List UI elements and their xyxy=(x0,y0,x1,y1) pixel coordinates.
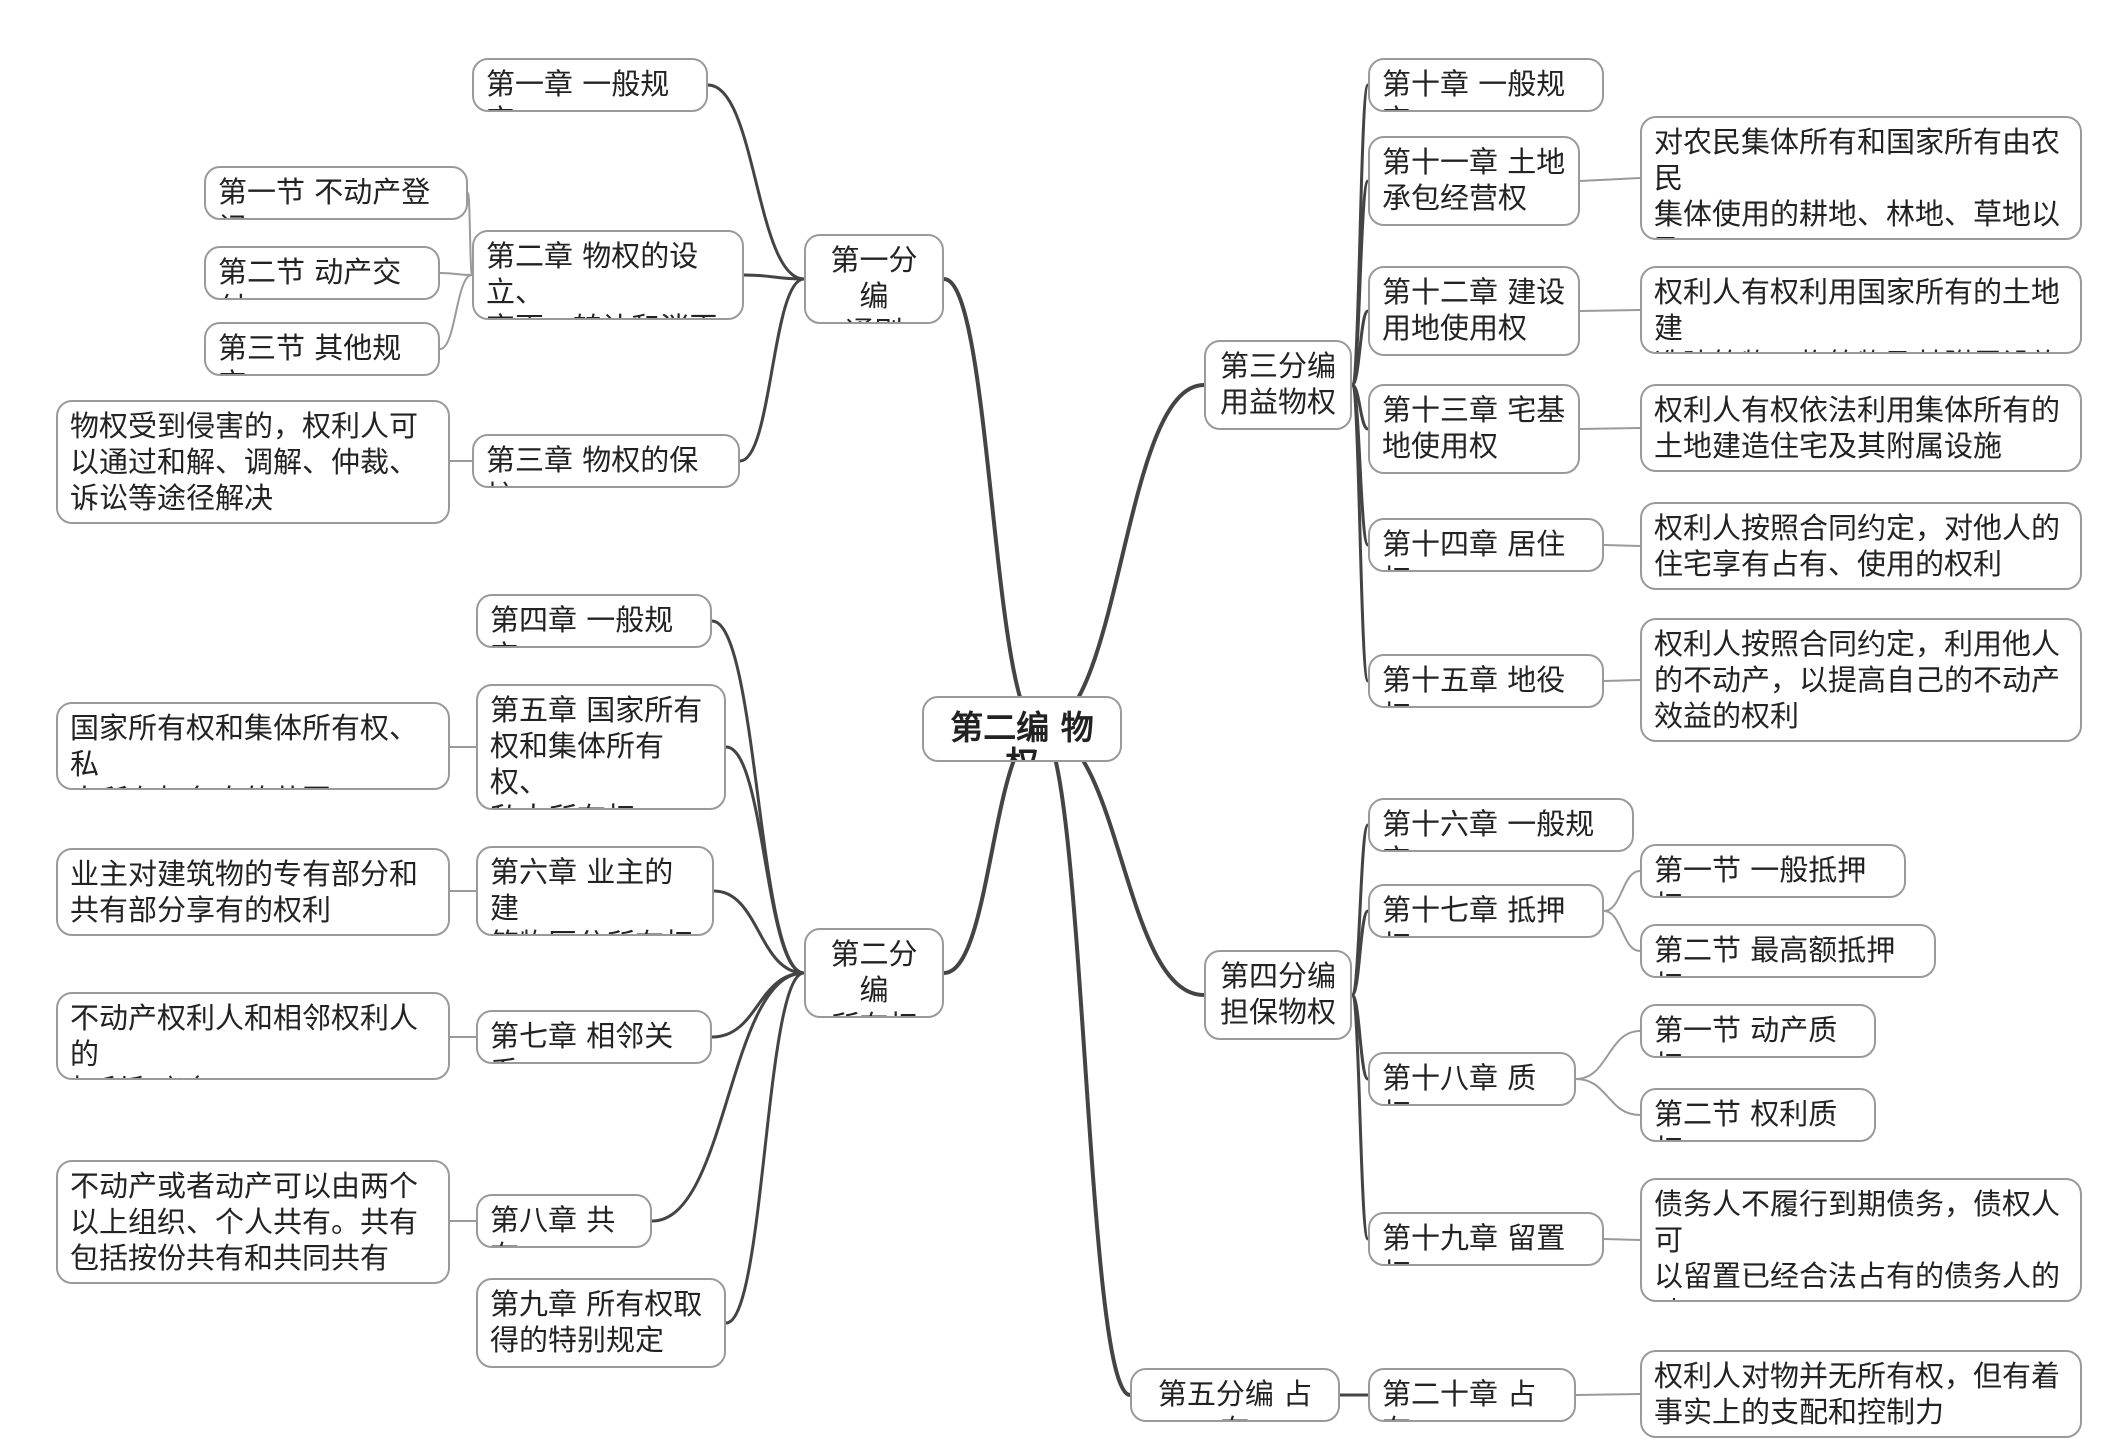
section-2-2-node: 第二节 动产交付 xyxy=(204,246,440,300)
link-part-3-chapter-11 xyxy=(1350,179,1370,387)
link-part-1-chapter-1 xyxy=(706,83,806,281)
part-5-node: 第五分编 占有 xyxy=(1130,1368,1340,1422)
chapter-2-node: 第二章 物权的设立、 变更、转让和消灭 xyxy=(472,230,744,320)
link-part-3-chapter-15 xyxy=(1350,383,1370,683)
section-17-1-node: 第一节 一般抵押权 xyxy=(1640,844,1906,898)
link-chapter-20-note xyxy=(1575,1393,1641,1396)
chapter-13-node: 第十三章 宅基 地使用权 xyxy=(1368,384,1580,474)
part-3-node: 第三分编 用益物权 xyxy=(1204,340,1352,430)
link-part-2-chapter-7 xyxy=(710,971,806,1039)
chapter-7-node: 第七章 相邻关系 xyxy=(476,1010,712,1064)
link-part-2-chapter-9 xyxy=(724,971,806,1325)
note-chapter-7: 不动产权利人和相邻权利人的 权利和义务 xyxy=(56,992,450,1080)
chapter-8-node: 第八章 共有 xyxy=(476,1194,652,1248)
note-chapter-5: 国家所有权和集体所有权、私 人所有权各自的范围 xyxy=(56,702,450,790)
section-2-1-node: 第一节 不动产登记 xyxy=(204,166,468,220)
note-chapter-11: 对农民集体所有和国家所有由农民 集体使用的耕地、林地、草地以及 其他用于农业的土… xyxy=(1640,116,2082,240)
chapter-18-node: 第十八章 质权 xyxy=(1368,1052,1576,1106)
link-part-4-chapter-17 xyxy=(1350,909,1370,997)
note-chapter-19: 债务人不履行到期债务，债权人可 以留置已经合法占有的债务人的动 产，并有权就该动… xyxy=(1640,1178,2082,1302)
section-17-2-node: 第二节 最高额抵押权 xyxy=(1640,924,1936,978)
link-part-1-chapter-2 xyxy=(742,273,806,281)
chapter-19-node: 第十九章 留置权 xyxy=(1368,1212,1604,1266)
note-chapter-3: 物权受到侵害的，权利人可 以通过和解、调解、仲裁、 诉讼等途径解决 xyxy=(56,400,450,524)
link-chapter-17-section-2 xyxy=(1603,910,1641,952)
part-2-node: 第二分编 所有权 xyxy=(804,928,944,1018)
chapter-20-node: 第二十章 占有 xyxy=(1368,1368,1576,1422)
chapter-10-node: 第十章 一般规定 xyxy=(1368,58,1604,112)
chapter-15-node: 第十五章 地役权 xyxy=(1368,654,1604,708)
note-chapter-15: 权利人按照合同约定，利用他人 的不动产，以提高自己的不动产 效益的权利 xyxy=(1640,618,2082,742)
link-chapter-13-note xyxy=(1579,427,1641,430)
note-chapter-12: 权利人有权利用国家所有的土地建 造建筑物、构筑物及其附属设施 xyxy=(1640,266,2082,354)
chapter-14-node: 第十四章 居住权 xyxy=(1368,518,1604,572)
note-chapter-8: 不动产或者动产可以由两个 以上组织、个人共有。共有 包括按份共有和共同共有 xyxy=(56,1160,450,1284)
root-node: 第二编 物权 xyxy=(922,696,1122,762)
chapter-3-node: 第三章 物权的保护 xyxy=(472,434,740,488)
link-chapter-18-section-2 xyxy=(1575,1078,1641,1116)
section-18-1-node: 第一节 动产质权 xyxy=(1640,1004,1876,1058)
link-chapter-11-note xyxy=(1579,177,1641,182)
part-1-node: 第一分编 通则 xyxy=(804,234,944,324)
link-chapter-12-note xyxy=(1579,309,1641,312)
note-chapter-13: 权利人有权依法利用集体所有的 土地建造住宅及其附属设施 xyxy=(1640,384,2082,472)
link-chapter-15-note xyxy=(1603,679,1641,682)
link-chapter-14-note xyxy=(1603,544,1641,547)
chapter-6-node: 第六章 业主的建 筑物区分所有权 xyxy=(476,846,714,936)
chapter-17-node: 第十七章 抵押权 xyxy=(1368,884,1604,938)
link-root-part-4 xyxy=(1038,727,1206,997)
link-chapter-2-section-1 xyxy=(467,192,473,276)
chapter-16-node: 第十六章 一般规定 xyxy=(1368,798,1634,852)
section-18-2-node: 第二节 权利质权 xyxy=(1640,1088,1876,1142)
link-chapter-19-note xyxy=(1603,1238,1641,1241)
link-chapter-2-section-2 xyxy=(439,272,473,276)
chapter-12-node: 第十二章 建设 用地使用权 xyxy=(1368,266,1580,356)
link-part-4-chapter-19 xyxy=(1350,993,1370,1241)
link-part-4-chapter-16 xyxy=(1350,823,1370,997)
chapter-9-node: 第九章 所有权取 得的特别规定 xyxy=(476,1278,726,1368)
link-root-part-1 xyxy=(942,277,1042,731)
note-chapter-20: 权利人对物并无所有权，但有着 事实上的支配和控制力 xyxy=(1640,1350,2082,1438)
link-part-1-chapter-3 xyxy=(738,277,806,463)
chapter-11-node: 第十一章 土地 承包经营权 xyxy=(1368,136,1580,226)
link-root-part-3 xyxy=(1038,383,1206,731)
link-part-2-chapter-6 xyxy=(712,889,806,975)
link-chapter-17-section-1 xyxy=(1603,870,1641,912)
link-part-2-chapter-8 xyxy=(650,971,806,1223)
chapter-1-node: 第一章 一般规定 xyxy=(472,58,708,112)
link-part-2-chapter-5 xyxy=(724,745,806,975)
part-4-node: 第四分编 担保物权 xyxy=(1204,950,1352,1040)
chapter-4-node: 第四章 一般规定 xyxy=(476,594,712,648)
link-chapter-2-section-3 xyxy=(439,274,473,350)
note-chapter-6: 业主对建筑物的专有部分和 共有部分享有的权利 xyxy=(56,848,450,936)
link-part-2-chapter-4 xyxy=(710,619,806,975)
link-root-part-5 xyxy=(1038,727,1132,1397)
link-root-part-2 xyxy=(942,727,1042,975)
chapter-5-node: 第五章 国家所有 权和集体所有权、 私人所有权 xyxy=(476,684,726,810)
link-chapter-18-section-1 xyxy=(1575,1030,1641,1080)
note-chapter-14: 权利人按照合同约定，对他人的 住宅享有占有、使用的权利 xyxy=(1640,502,2082,590)
link-part-3-chapter-12 xyxy=(1350,309,1370,387)
section-2-3-node: 第三节 其他规定 xyxy=(204,322,440,376)
